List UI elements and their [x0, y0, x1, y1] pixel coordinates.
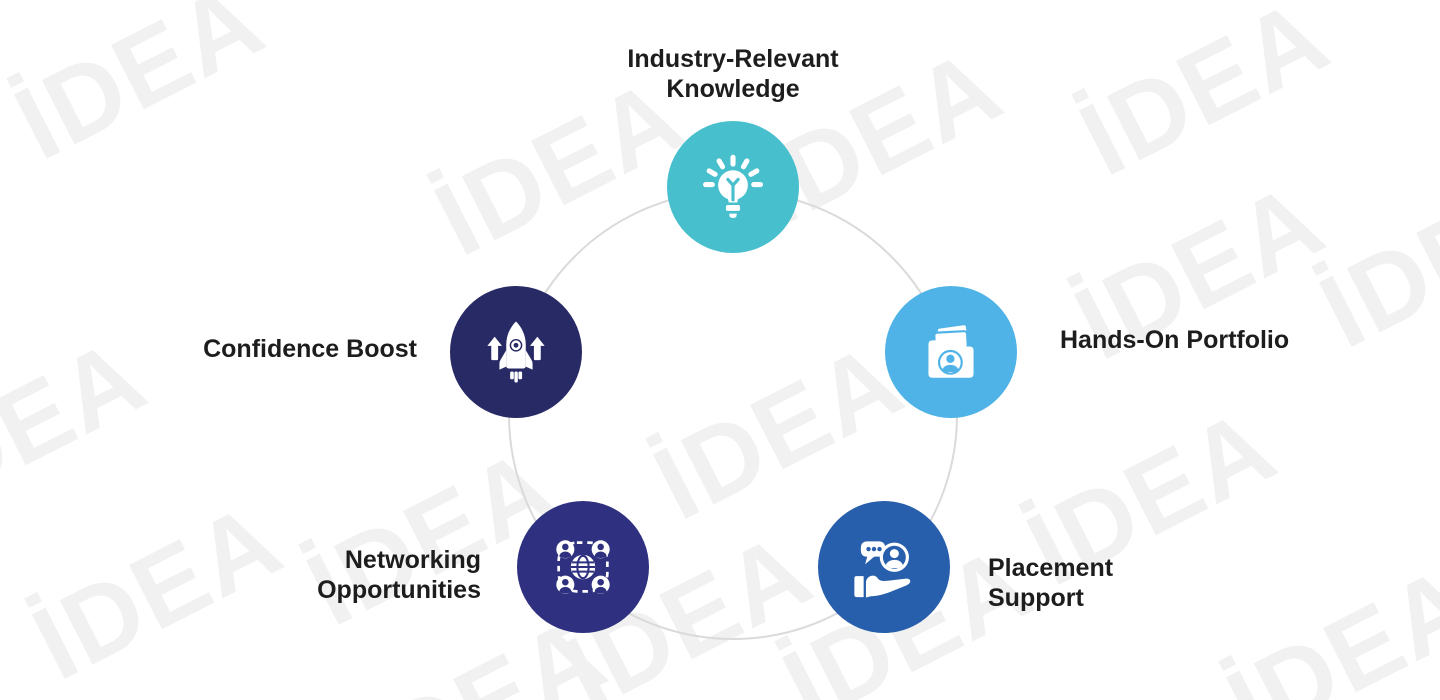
idea-watermark: İDEA: [15, 480, 300, 700]
label-line: Hands-On Portfolio: [1060, 326, 1290, 354]
idea-watermark: İDEA: [1062, 0, 1347, 199]
label-line: Knowledge: [666, 75, 800, 103]
node-circle-confidence-boost: [450, 286, 582, 418]
label-confidence-boost: Confidence Boost: [203, 334, 417, 364]
label-hands-on-portfolio: Hands-On Portfolio: [1060, 325, 1289, 355]
label-industry-knowledge: Industry-Relevant Knowledge: [533, 44, 933, 104]
label-line: Confidence Boost: [203, 335, 417, 363]
label-line: Networking: [344, 546, 481, 574]
network-globe-icon: [556, 540, 610, 594]
label-line: Placement: [988, 554, 1114, 582]
node-circle-placement-support: [818, 501, 950, 633]
lightbulb-icon: [703, 154, 763, 218]
node-circle-industry-knowledge: [667, 121, 799, 253]
label-line: Opportunities: [317, 576, 481, 604]
node-circle-networking: [517, 501, 649, 633]
label-line: Industry-Relevant: [627, 45, 839, 73]
idea-watermark: İDEA: [0, 316, 164, 539]
node-circle-hands-on-portfolio: [885, 286, 1017, 418]
label-line: Support: [988, 584, 1084, 612]
idea-watermark: İDEA: [0, 0, 282, 183]
rocket-icon: [487, 321, 545, 383]
portfolio-folder-icon: [928, 323, 974, 378]
idea-watermark: İDEA: [1209, 543, 1440, 700]
label-placement-support: Placement Support: [988, 553, 1113, 613]
hand-person-icon: [854, 541, 911, 598]
label-networking-opportunities: Networking Opportunities: [317, 545, 481, 605]
